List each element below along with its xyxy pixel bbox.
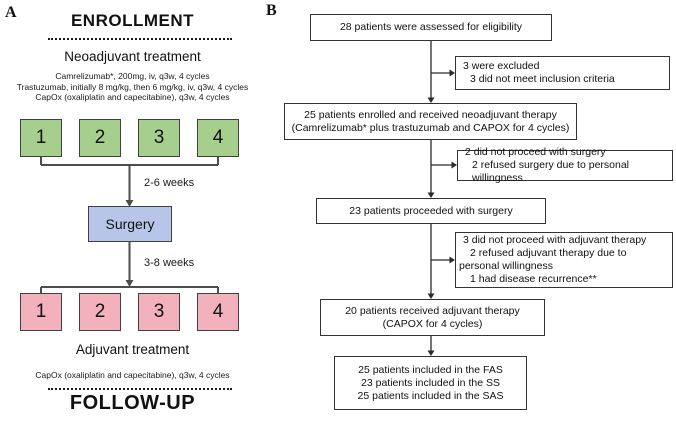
flow-box-analysis: 25 patients included in the FAS 23 patie… (334, 356, 527, 410)
flow-box-surgery: 23 patients proceeded with surgery (316, 198, 546, 224)
interval-to-adjuvant-label: 3-8 weeks (144, 257, 195, 269)
flow-box-enrolled: 25 patients enrolled and received neoadj… (284, 103, 577, 140)
flow-box-excluded: 3 were excluded 3 did not meet inclusion… (455, 56, 670, 90)
neoadjuvant-cycle-box-3: 3 (138, 119, 180, 157)
flow-box-text: 25 patients included in the FAS (358, 363, 503, 376)
drug-line: Camrelizumab*, 200mg, iv, q3w, 4 cycles (55, 71, 210, 81)
adjuvant-drug-line: CapOx (oxaliplatin and capecitabine), q3… (35, 370, 230, 380)
dotted-divider-top (48, 38, 232, 40)
drug-line: Trastuzumab, initially 8 mg/kg, then 6 m… (16, 81, 249, 92)
enrollment-title: ENROLLMENT (70, 11, 195, 30)
followup-title: FOLLOW-UP (69, 392, 196, 414)
flow-box-text: 25 patients included in the SAS (357, 389, 504, 402)
flow-box-text: 2 refused surgery due to personal willin… (472, 159, 630, 184)
neoadjuvant-cycle-box-2: 2 (79, 119, 121, 157)
flow-box-text: 2 did not proceed with surgery (465, 146, 606, 158)
flow-box-text: 2 refused adjuvant therapy due to (470, 247, 627, 259)
flow-box-text: 25 patients enrolled and received neoadj… (304, 108, 557, 121)
flow-box-adjuvant: 20 patients received adjuvant therapy (C… (320, 299, 545, 336)
flow-box-text: (Camrelizumab* plus trastuzumab and CAPO… (291, 121, 570, 134)
interval-to-surgery-label: 2-6 weeks (144, 177, 195, 189)
neoadjuvant-drug-lines: Camrelizumab*, 200mg, iv, q3w, 4 cycles … (0, 71, 265, 103)
flow-box-text: 20 patients received adjuvant therapy (345, 304, 520, 317)
flow-box-text: 23 patients included in the SS (361, 376, 500, 389)
adjuvant-heading: Adjuvant treatment (75, 342, 190, 357)
flow-box-text: 3 did not meet inclusion criteria (470, 73, 615, 85)
adjuvant-cycle-box-2: 2 (79, 293, 121, 331)
flow-box-no-adjuvant: 3 did not proceed with adjuvant therapy … (455, 232, 673, 288)
flow-box-text: 23 patients proceeded with surgery (349, 204, 513, 217)
flow-box-eligibility: 28 patients were assessed for eligibilit… (310, 14, 552, 41)
surgery-box: Surgery (88, 206, 172, 242)
adjuvant-cycle-box-3: 3 (138, 293, 180, 331)
adjuvant-cycle-box-1: 1 (20, 293, 62, 331)
neoadjuvant-cycle-box-1: 1 (20, 119, 62, 157)
drug-line: CapOx (oxaliplatin and capecitabine), q3… (35, 92, 230, 102)
neoadjuvant-cycle-box-4: 4 (197, 119, 239, 157)
flow-box-text: 1 had disease recurrence** (470, 273, 597, 285)
flow-box-text: personal willingness (459, 260, 553, 272)
neoadjuvant-heading: Neoadjuvant treatment (64, 49, 201, 64)
dotted-divider-bottom (48, 388, 232, 390)
flow-box-text: (CAPOX for 4 cycles) (382, 317, 483, 330)
adjuvant-cycle-box-4: 4 (197, 293, 239, 331)
flow-box-text: 3 did not proceed with adjuvant therapy (463, 234, 647, 246)
panel-b-label: B (266, 2, 277, 19)
flow-box-text: 28 patients were assessed for eligibilit… (339, 21, 523, 33)
panel-a-label: A (5, 4, 17, 21)
flow-box-no-surgery: 2 did not proceed with surgery 2 refused… (457, 146, 673, 184)
flow-box-text: 3 were excluded (463, 60, 540, 72)
